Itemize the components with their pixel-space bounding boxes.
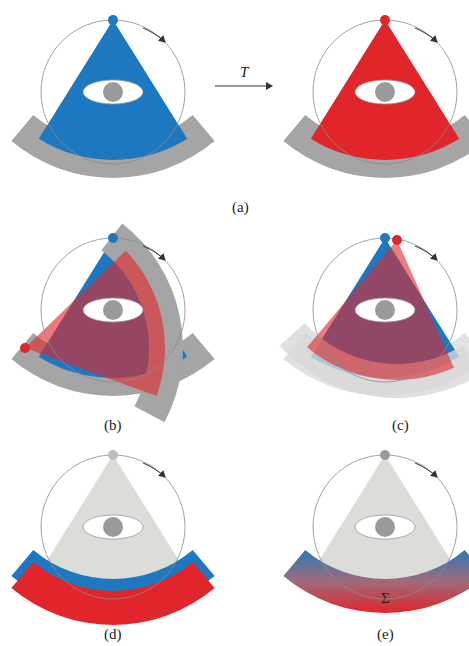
transform-label: T: [240, 64, 248, 81]
panel-label: (e): [377, 626, 394, 643]
panel-a-right: [283, 15, 469, 178]
panel-a-left: [11, 15, 214, 178]
transform-arrow: [215, 86, 272, 87]
panel-e: [283, 450, 469, 613]
sum-symbol: Σ: [381, 590, 390, 607]
panel-label: (b): [104, 417, 122, 434]
panel-c: [274, 230, 469, 411]
panel-d: [11, 450, 214, 625]
panel-b: [10, 216, 215, 428]
panel-label: (a): [232, 199, 249, 216]
panel-label: (c): [392, 417, 409, 434]
panel-label: (d): [104, 626, 122, 643]
